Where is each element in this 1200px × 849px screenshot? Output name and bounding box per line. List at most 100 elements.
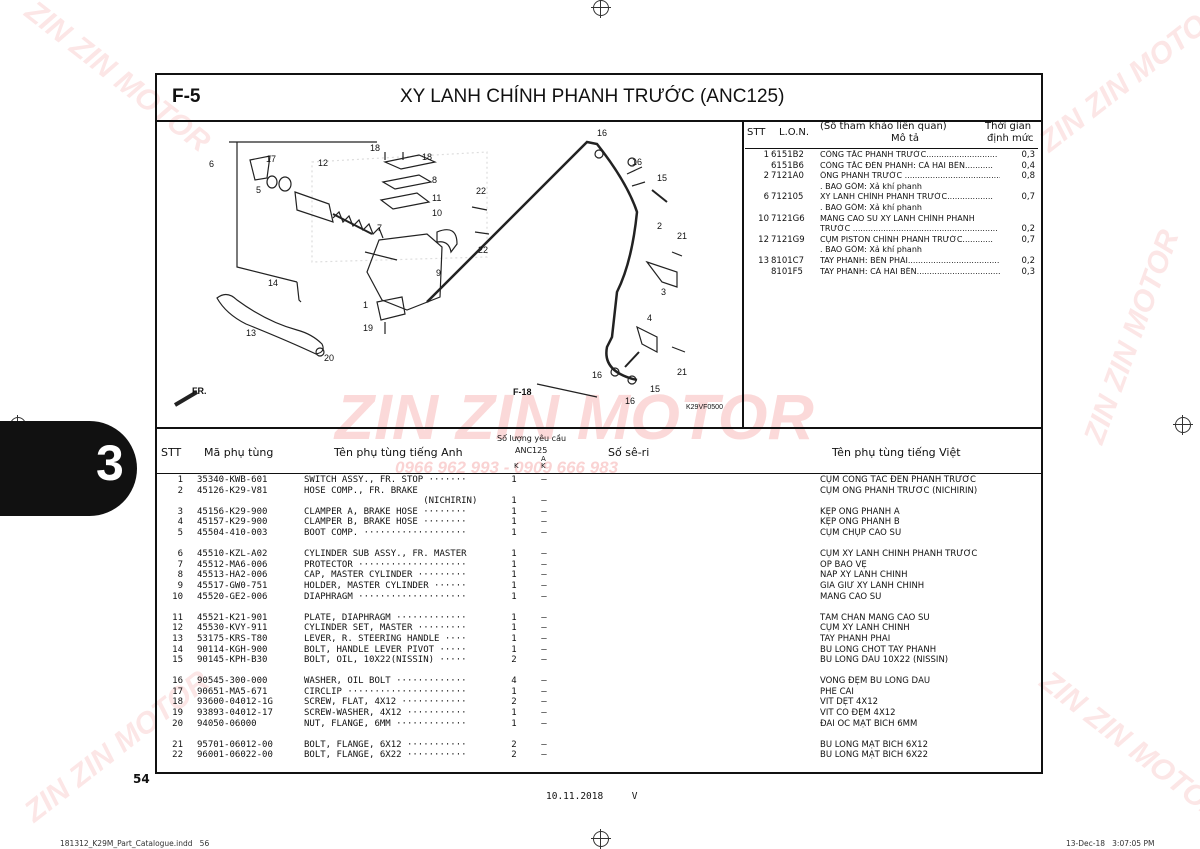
parts-cell-stt: 8 — [177, 570, 183, 581]
parts-cell-ka: – — [541, 612, 547, 623]
parts-cell-part: 45521-K21-901 — [197, 612, 268, 623]
parts-cell-ka: – — [541, 697, 547, 708]
callout-21b: 21 — [677, 367, 688, 377]
parts-cell-en: SCREW-WASHER, 4X12 ··········· — [304, 708, 467, 719]
callout-4: 4 — [647, 313, 653, 323]
ref-cell-desc: . BAO GỒM: Xả khí phanh — [820, 245, 922, 255]
parts-cell-part: 93600-04012-1G — [197, 697, 273, 708]
parts-header-col-k: K — [514, 462, 519, 470]
parts-cell-part: 93893-04012-17 — [197, 708, 273, 719]
parts-cell-en: WASHER, OIL BOLT ············· — [304, 676, 467, 687]
parts-row: (NICHIRIN)1– — [157, 496, 1041, 507]
parts-header-name-en: Tên phụ tùng tiếng Anh — [334, 446, 463, 459]
parts-cell-ka: – — [541, 527, 547, 538]
ref-cell-stt: 13 — [758, 255, 769, 266]
parts-cell-en: HOSE COMP., FR. BRAKE — [304, 485, 418, 496]
ref-cell-lon: 6151B6 — [771, 160, 804, 171]
parts-cell-vi: KẸP ỐNG PHANH B — [820, 517, 900, 528]
ref-cell-lon: 8101C7 — [771, 255, 804, 266]
brake-hose — [426, 140, 639, 382]
ref-cell-lon: 8101F5 — [771, 266, 803, 277]
master-cylinder-body — [366, 233, 443, 311]
ref-cell-time: 0,3 — [1021, 266, 1035, 277]
page-title: XY LANH CHÍNH PHANH TRƯỚC (ANC125) — [400, 86, 785, 107]
ref-cell-lon: 6151B2 — [771, 150, 804, 160]
parts-cell-stt: 12 — [172, 623, 183, 634]
parts-cell-ka: – — [541, 750, 547, 761]
parts-cell-part: 96001-06022-00 — [197, 750, 273, 761]
parts-cell-vi: BU LÔNG MẶT BÍCH 6X22 — [820, 750, 928, 761]
parts-cell-k: 1 — [511, 549, 517, 560]
callout-15a: 15 — [657, 173, 668, 183]
section-tab-number: 3 — [96, 435, 124, 491]
callout-22b: 22 — [478, 245, 489, 255]
parts-cell-en: CLAMPER A, BRAKE HOSE ········ — [304, 506, 467, 517]
parts-cell-k: 1 — [511, 570, 517, 581]
parts-cell-stt: 18 — [172, 697, 183, 708]
parts-cell-stt: 2 — [177, 485, 183, 496]
callout-16a: 16 — [597, 128, 608, 138]
callout-2: 2 — [657, 221, 663, 231]
ref-cell-desc: ỐNG PHANH TRƯỚC ........................… — [820, 171, 1000, 181]
parts-cell-stt: 22 — [172, 750, 183, 761]
ref-row: . BAO GỒM: Xả khí phanh — [745, 182, 1038, 193]
assembly-bracket — [229, 141, 377, 283]
callout-20: 20 — [324, 353, 335, 363]
parts-cell-ka: – — [541, 676, 547, 687]
parts-cell-en: BOLT, HANDLE LEVER PIVOT ····· — [304, 644, 467, 655]
diaphragm-part — [379, 192, 431, 210]
catalog-frame — [155, 73, 1043, 774]
ref-cell-time: 0,2 — [1021, 224, 1035, 235]
parts-cell-en: SCREW, FLAT, 4X12 ············ — [304, 697, 467, 708]
plate-part — [381, 174, 433, 190]
parts-cell-en: SWITCH ASSY., FR. STOP ······· — [304, 475, 467, 485]
callout-10: 10 — [432, 208, 443, 218]
parts-row — [157, 729, 1041, 740]
parts-cell-en: BOLT, FLANGE, 6X12 ··········· — [304, 739, 467, 750]
parts-cell-stt: 19 — [172, 708, 183, 719]
watermark-brand-tr: ZIN ZIN MOTOR — [1033, 0, 1200, 159]
parts-cell-k: 1 — [511, 644, 517, 655]
parts-cell-part: 94050-06000 — [197, 718, 257, 729]
diagram-divider — [155, 427, 1043, 429]
ref-row: TRƯỚC ..................................… — [745, 224, 1038, 235]
parts-cell-vi: VÒNG ĐỆM BU LÔNG DẦU — [820, 676, 931, 687]
ref-cell-lon: 7121A0 — [771, 171, 804, 182]
parts-cell-k: 1 — [511, 718, 517, 729]
parts-header-partno: Mã phụ tùng — [204, 446, 274, 459]
parts-cell-ka: – — [541, 686, 547, 697]
callout-11: 11 — [432, 193, 442, 203]
reference-divider — [742, 120, 744, 427]
ref-header-lon: L.O.N. — [779, 127, 810, 138]
parts-cell-en: CAP, MASTER CYLINDER ········· — [304, 570, 467, 581]
parts-cell-k: 1 — [511, 506, 517, 517]
parts-cell-part: 45510-KZL-A02 — [197, 549, 268, 560]
section-code: F-5 — [172, 86, 201, 107]
parts-cell-en: PROTECTOR ···················· — [304, 559, 467, 570]
callout-16b: 16 — [632, 157, 643, 167]
clamper-b — [636, 325, 658, 353]
exploded-diagram — [173, 140, 686, 407]
ref-cell-stt: 6 — [763, 192, 769, 203]
parts-cell-part: 90145-KPH-B30 — [197, 655, 268, 666]
callout-14: 14 — [268, 278, 279, 288]
callout-21a: 21 — [677, 231, 688, 241]
parts-row — [157, 666, 1041, 677]
parts-cell-k: 4 — [511, 676, 517, 687]
parts-cell-vi: VÍT DẸT 4X12 — [820, 697, 879, 708]
fr-arrow — [173, 390, 199, 407]
parts-cell-part: 35340-KWB-601 — [197, 475, 268, 485]
parts-cell-en: DIAPHRAGM ···················· — [304, 591, 467, 602]
parts-cell-vi: ĐAI ỐC MẶT BÍCH 6MM — [820, 718, 918, 729]
callout-16d: 16 — [625, 396, 636, 406]
parts-cell-k: 1 — [511, 708, 517, 719]
